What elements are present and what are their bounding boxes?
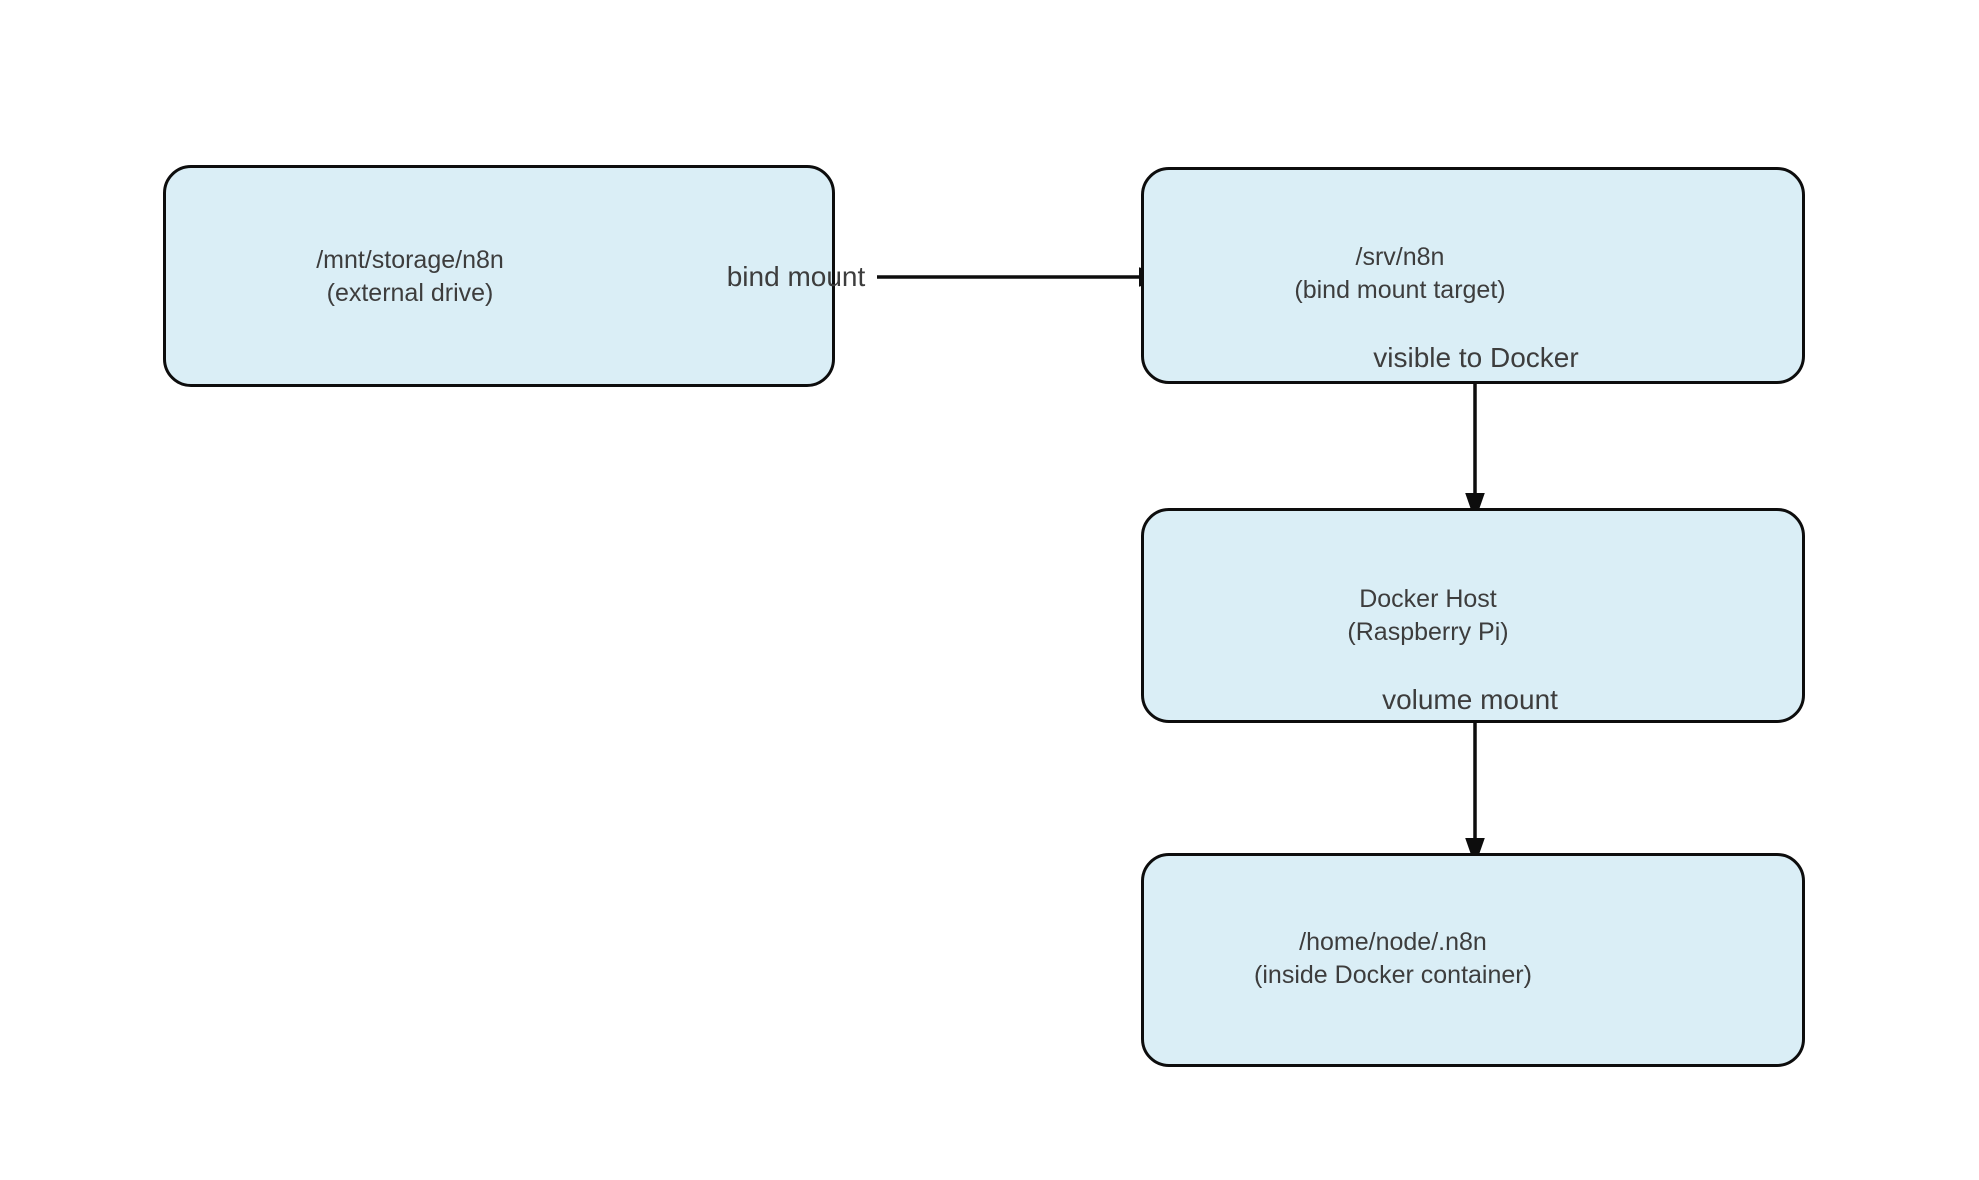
edge-bind-mount-label: bind mount <box>726 261 866 292</box>
node-container-path-line2: (inside Docker container) <box>1254 961 1532 989</box>
node-bind-mount-target-line1: /srv/n8n <box>1355 243 1445 271</box>
node-external-drive-label: /mnt/storage/n8n (external drive) <box>316 244 504 310</box>
node-external-drive <box>163 165 835 387</box>
node-external-drive-line1: /mnt/storage/n8n <box>316 246 504 274</box>
node-bind-mount-target-line2: (bind mount target) <box>1294 276 1506 304</box>
edge-volume-mount-label: volume mount <box>1382 684 1558 715</box>
node-docker-host <box>1141 508 1805 723</box>
node-external-drive-line2: (external drive) <box>326 279 494 307</box>
edge-visible-to-docker-label: visible to Docker <box>1373 342 1579 373</box>
node-docker-host-line1: Docker Host <box>1359 585 1497 613</box>
node-bind-mount-target-label: /srv/n8n (bind mount target) <box>1294 241 1505 307</box>
node-bind-mount-target <box>1141 167 1805 384</box>
node-container-path-label: /home/node/.n8n (inside Docker container… <box>1254 926 1532 992</box>
node-container-path <box>1141 853 1805 1067</box>
node-container-path-line1: /home/node/.n8n <box>1299 928 1487 956</box>
node-docker-host-line2: (Raspberry Pi) <box>1347 618 1509 646</box>
node-docker-host-label: Docker Host (Raspberry Pi) <box>1347 583 1508 649</box>
